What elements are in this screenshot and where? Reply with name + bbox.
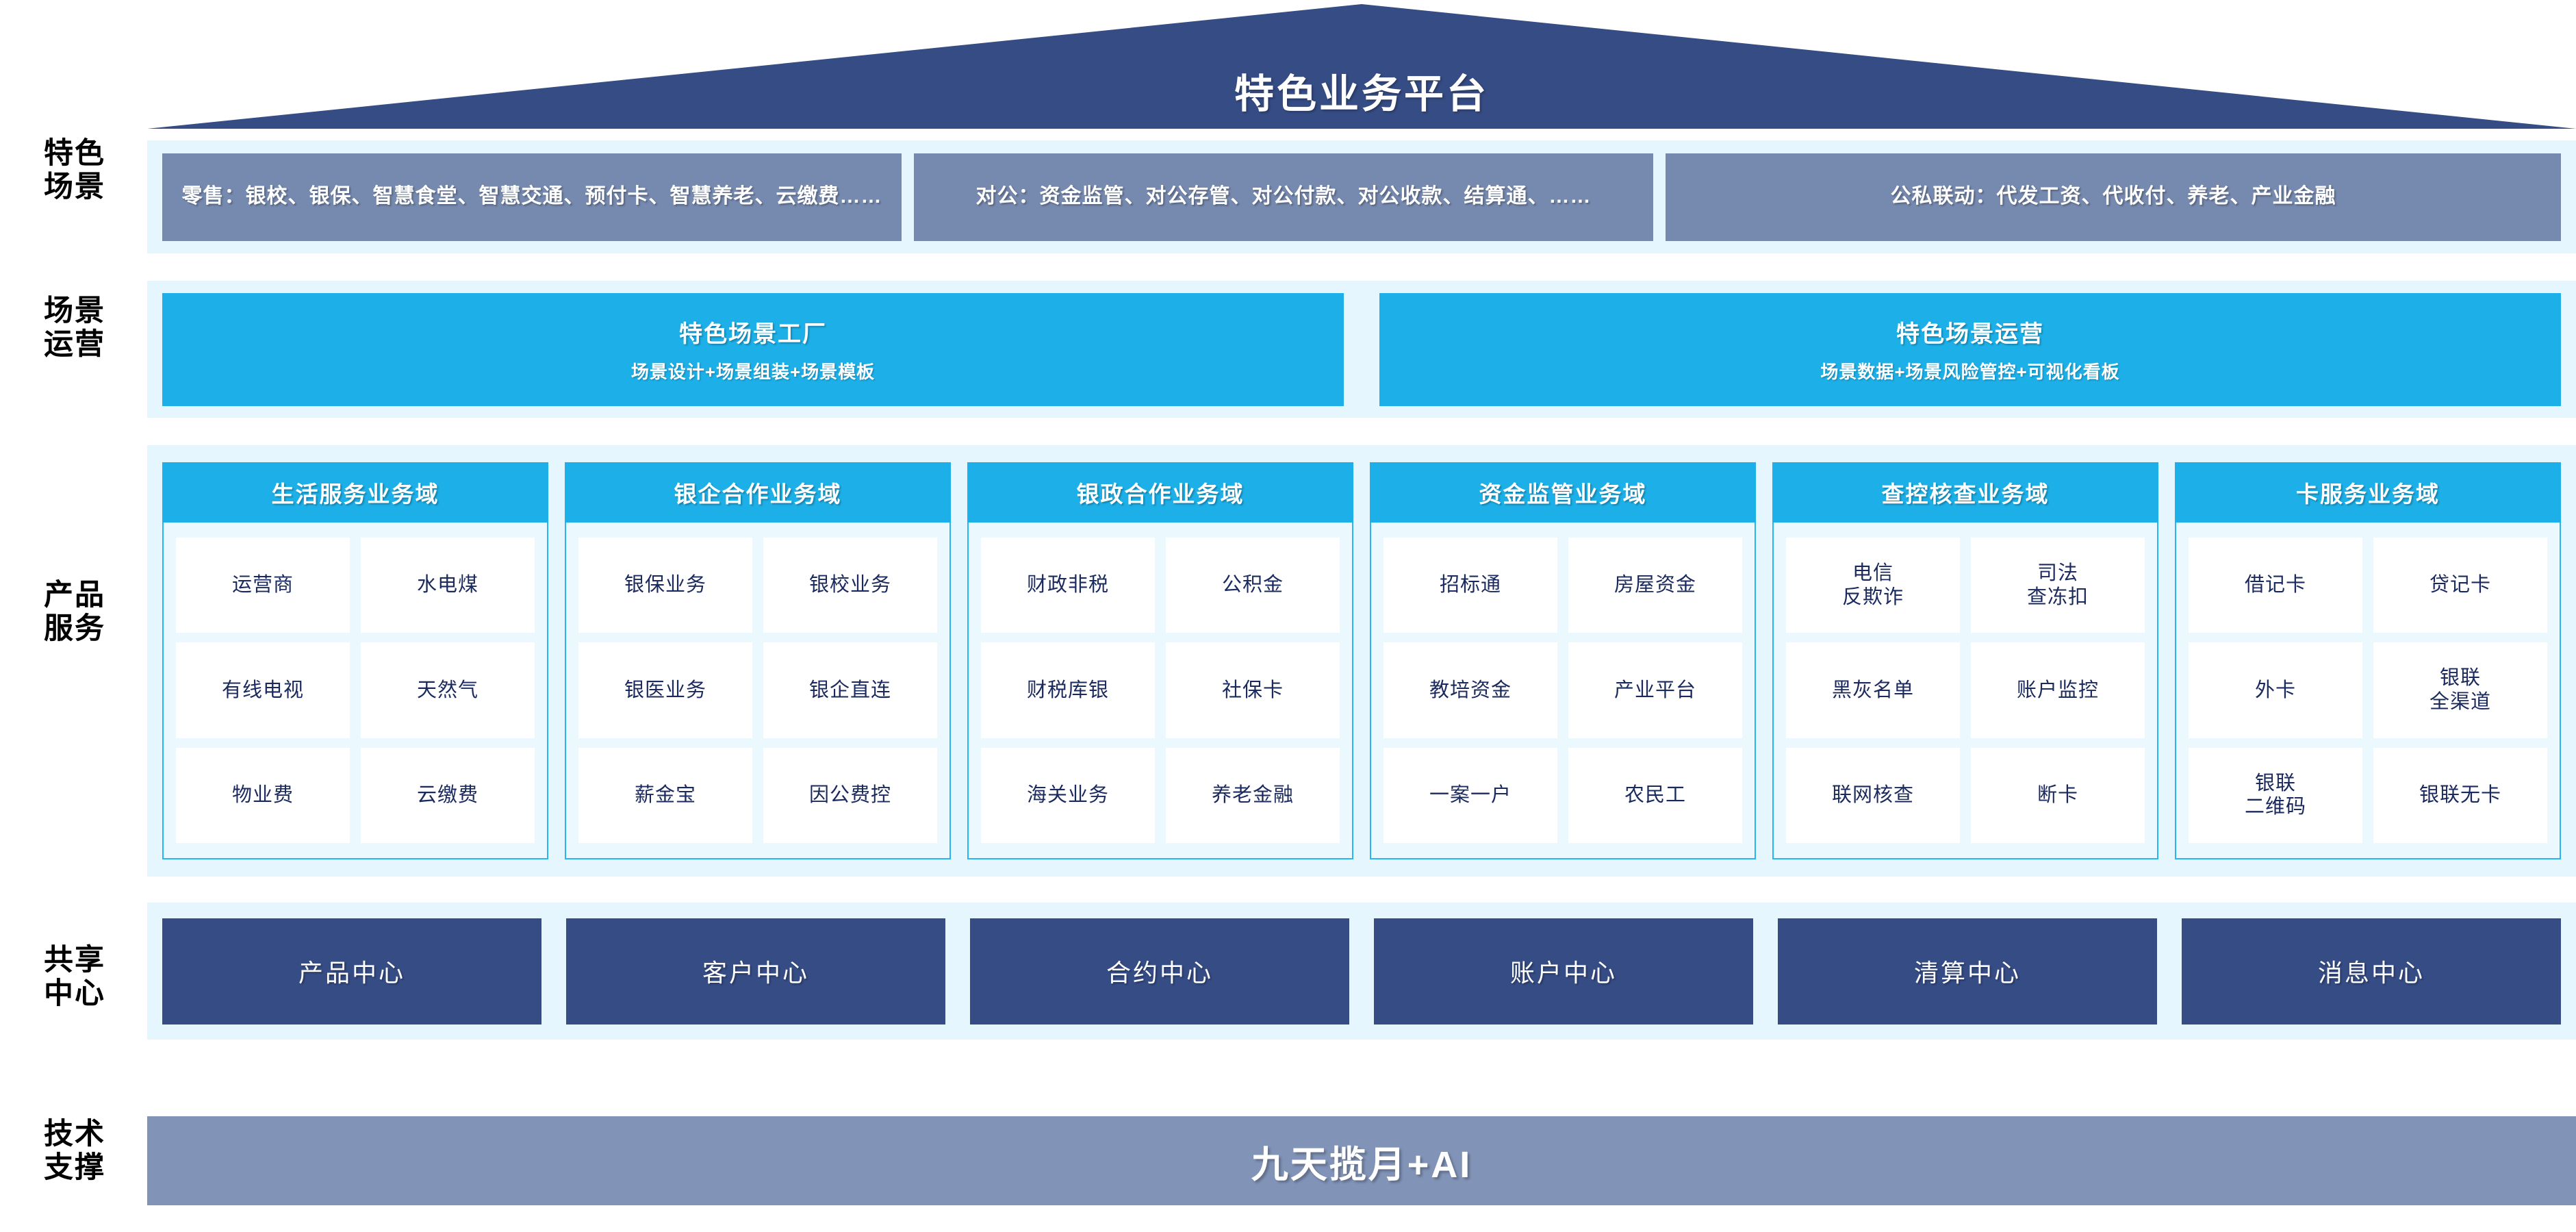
row-label-line1: 特色 <box>44 137 105 170</box>
domain-cell[interactable]: 公积金 <box>1166 538 1340 633</box>
row-label-line2: 支撑 <box>44 1151 105 1185</box>
domain-cell[interactable]: 招标通 <box>1383 538 1557 633</box>
tech-support-bar[interactable]: 九天揽月+AI <box>147 1116 2576 1205</box>
domain-title: 查控核查业务域 <box>1772 462 2158 523</box>
business-domain-investigation-verification: 查控核查业务域 电信反欺诈 司法查冻扣 黑灰名单 账户监控 联网核查 断卡 <box>1772 462 2158 859</box>
shared-center-contract[interactable]: 合约中心 <box>970 918 1349 1024</box>
scenario-box-list: 零售：银校、银保、智慧食堂、智慧交通、预付卡、智慧养老、云缴费…… 对公：资金监… <box>147 140 2576 253</box>
domain-cell[interactable]: 薪金宝 <box>578 747 752 843</box>
domain-cell[interactable]: 房屋资金 <box>1568 538 1742 633</box>
domain-cell-grid: 银保业务 银校业务 银医业务 银企直连 薪金宝 因公费控 <box>565 523 951 859</box>
business-domain-card-services: 卡服务业务域 借记卡 贷记卡 外卡 银联全渠道 银联二维码 银联无卡 <box>2175 462 2561 859</box>
row-label-shared-centers: 共享 中心 <box>16 944 133 1011</box>
domain-cell[interactable]: 物业费 <box>176 747 350 843</box>
scenario-operations-band: 特色场景工厂 场景设计+场景组装+场景模板 特色场景运营 场景数据+场景风险管控… <box>147 281 2576 418</box>
shared-center-clearing[interactable]: 清算中心 <box>1778 918 2157 1024</box>
domain-cell[interactable]: 产业平台 <box>1568 642 1742 738</box>
domain-cell[interactable]: 社保卡 <box>1166 642 1340 738</box>
domain-cell[interactable]: 天然气 <box>361 642 535 738</box>
business-domain-bank-enterprise: 银企合作业务域 银保业务 银校业务 银医业务 银企直连 薪金宝 因公费控 <box>565 462 951 859</box>
scenario-box-public-private-linkage[interactable]: 公私联动：代发工资、代收付、养老、产业金融 <box>1666 153 2561 241</box>
operations-box-scenario-operation[interactable]: 特色场景运营 场景数据+场景风险管控+可视化看板 <box>1379 292 2561 406</box>
domain-title: 生活服务业务域 <box>162 462 548 523</box>
domain-cell[interactable]: 银联二维码 <box>2189 747 2362 843</box>
row-label-line1: 产品 <box>44 579 105 612</box>
domain-cell[interactable]: 银联全渠道 <box>2373 642 2547 738</box>
row-label-line1: 共享 <box>44 944 105 977</box>
domain-cell-grid: 电信反欺诈 司法查冻扣 黑灰名单 账户监控 联网核查 断卡 <box>1772 523 2158 859</box>
domain-cell[interactable]: 运营商 <box>176 538 350 633</box>
domain-cell[interactable]: 财政非税 <box>981 538 1155 633</box>
domain-cell[interactable]: 借记卡 <box>2189 538 2362 633</box>
domain-cell-grid: 招标通 房屋资金 教培资金 产业平台 一案一户 农民工 <box>1370 523 1756 859</box>
domain-cell[interactable]: 黑灰名单 <box>1786 642 1960 738</box>
domain-cell[interactable]: 农民工 <box>1568 747 1742 843</box>
domain-title: 卡服务业务域 <box>2175 462 2561 523</box>
domain-cell[interactable]: 因公费控 <box>763 747 937 843</box>
shared-centers-band: 产品中心 客户中心 合约中心 账户中心 清算中心 消息中心 <box>147 903 2576 1040</box>
operations-subtitle: 场景设计+场景组装+场景模板 <box>630 362 876 382</box>
operations-subtitle: 场景数据+场景风险管控+可视化看板 <box>1820 362 2120 382</box>
product-services-band: 生活服务业务域 运营商 水电煤 有线电视 天然气 物业费 云缴费 银企合作业务域… <box>147 445 2576 877</box>
special-scenarios-band: 零售：银校、银保、智慧食堂、智慧交通、预付卡、智慧养老、云缴费…… 对公：资金监… <box>147 140 2576 253</box>
domain-cell[interactable]: 电信反欺诈 <box>1786 538 1960 633</box>
page-title: 特色业务平台 <box>1234 72 1489 116</box>
domain-cell-grid: 借记卡 贷记卡 外卡 银联全渠道 银联二维码 银联无卡 <box>2175 523 2561 859</box>
row-label-line1: 技术 <box>44 1118 105 1151</box>
operations-title: 特色场景运营 <box>1896 321 2044 347</box>
domain-cell[interactable]: 外卡 <box>2189 642 2362 738</box>
domain-cell[interactable]: 联网核查 <box>1786 747 1960 843</box>
domain-cell[interactable]: 银校业务 <box>763 538 937 633</box>
business-domain-columns: 生活服务业务域 运营商 水电煤 有线电视 天然气 物业费 云缴费 银企合作业务域… <box>147 445 2576 877</box>
domain-cell[interactable]: 教培资金 <box>1383 642 1557 738</box>
row-label-line2: 中心 <box>44 977 105 1011</box>
domain-cell[interactable]: 一案一户 <box>1383 747 1557 843</box>
row-label-line2: 运营 <box>44 328 105 362</box>
domain-cell[interactable]: 银保业务 <box>578 538 752 633</box>
domain-cell[interactable]: 云缴费 <box>361 747 535 843</box>
domain-title: 银企合作业务域 <box>565 462 951 523</box>
shared-center-customer[interactable]: 客户中心 <box>566 918 945 1024</box>
domain-cell-grid: 运营商 水电煤 有线电视 天然气 物业费 云缴费 <box>162 523 548 859</box>
row-label-special-scenarios: 特色 场景 <box>16 137 133 204</box>
scenario-box-corporate[interactable]: 对公：资金监管、对公存管、对公付款、对公收款、结算通、…… <box>914 153 1653 241</box>
domain-cell[interactable]: 银联无卡 <box>2373 747 2547 843</box>
row-label-line1: 场景 <box>44 294 105 327</box>
row-label-line2: 场景 <box>44 171 105 204</box>
row-label-line2: 服务 <box>44 612 105 646</box>
operations-box-scenario-factory[interactable]: 特色场景工厂 场景设计+场景组装+场景模板 <box>162 292 1344 406</box>
domain-title: 资金监管业务域 <box>1370 462 1756 523</box>
shared-center-product[interactable]: 产品中心 <box>162 918 541 1024</box>
row-label-tech-support: 技术 支撑 <box>16 1118 133 1185</box>
domain-title: 银政合作业务域 <box>967 462 1353 523</box>
domain-cell[interactable]: 养老金融 <box>1166 747 1340 843</box>
shared-center-account[interactable]: 账户中心 <box>1374 918 1753 1024</box>
domain-cell[interactable]: 水电煤 <box>361 538 535 633</box>
domain-cell[interactable]: 司法查冻扣 <box>1971 538 2145 633</box>
domain-cell[interactable]: 银医业务 <box>578 642 752 738</box>
domain-cell[interactable]: 有线电视 <box>176 642 350 738</box>
domain-cell[interactable]: 海关业务 <box>981 747 1155 843</box>
domain-cell[interactable]: 断卡 <box>1971 747 2145 843</box>
row-label-scenario-operations: 场景 运营 <box>16 294 133 362</box>
domain-cell-grid: 财政非税 公积金 财税库银 社保卡 海关业务 养老金融 <box>967 523 1353 859</box>
shared-center-list: 产品中心 客户中心 合约中心 账户中心 清算中心 消息中心 <box>147 903 2576 1040</box>
business-domain-fund-supervision: 资金监管业务域 招标通 房屋资金 教培资金 产业平台 一案一户 农民工 <box>1370 462 1756 859</box>
domain-cell[interactable]: 银企直连 <box>763 642 937 738</box>
operations-title: 特色场景工厂 <box>679 321 827 347</box>
domain-cell[interactable]: 财税库银 <box>981 642 1155 738</box>
platform-roof-header: 特色业务平台 <box>147 4 2576 129</box>
operations-box-list: 特色场景工厂 场景设计+场景组装+场景模板 特色场景运营 场景数据+场景风险管控… <box>147 281 2576 418</box>
shared-center-message[interactable]: 消息中心 <box>2182 918 2561 1024</box>
domain-cell[interactable]: 贷记卡 <box>2373 538 2547 633</box>
row-label-product-services: 产品 服务 <box>16 579 133 646</box>
business-domain-bank-government: 银政合作业务域 财政非税 公积金 财税库银 社保卡 海关业务 养老金融 <box>967 462 1353 859</box>
scenario-box-retail[interactable]: 零售：银校、银保、智慧食堂、智慧交通、预付卡、智慧养老、云缴费…… <box>162 153 902 241</box>
domain-cell[interactable]: 账户监控 <box>1971 642 2145 738</box>
business-domain-life-services: 生活服务业务域 运营商 水电煤 有线电视 天然气 物业费 云缴费 <box>162 462 548 859</box>
